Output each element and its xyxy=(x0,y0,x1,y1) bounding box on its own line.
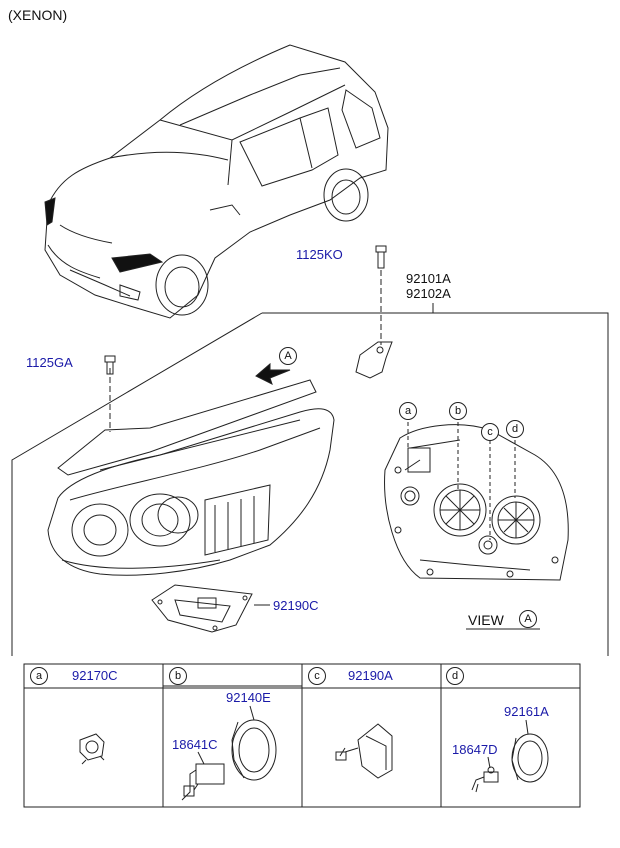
rear-marker-a: a xyxy=(399,402,417,420)
cell-a-key: a xyxy=(30,667,48,685)
rear-marker-c: c xyxy=(481,423,499,441)
leader-92161A xyxy=(525,719,529,735)
callout-1125KO: 1125KO xyxy=(296,247,343,262)
rear-view xyxy=(384,424,569,581)
leader-92140E xyxy=(249,705,255,721)
callout-92101A: 92101A xyxy=(406,271,451,286)
screw-1125KO xyxy=(375,245,387,269)
headlamp-cover-strip xyxy=(57,379,317,476)
variant-label: (XENON) xyxy=(8,7,68,23)
screw-1125GA xyxy=(104,355,116,375)
part-92140E-illustration xyxy=(231,719,277,781)
view-ref-marker: A xyxy=(279,347,297,365)
parts-table-frame xyxy=(23,663,581,808)
leader-18641C xyxy=(197,751,205,765)
cell-b-subpart-1: 92140E xyxy=(226,690,271,705)
cell-a-part: 92170C xyxy=(72,668,118,683)
rear-marker-b: b xyxy=(449,402,467,420)
headlamp-assembly xyxy=(47,408,335,576)
callout-1125GA: 1125GA xyxy=(26,355,73,370)
cell-c-part: 92190A xyxy=(348,668,393,683)
part-92161A-illustration xyxy=(511,733,549,783)
cell-b-subpart-2: 18641C xyxy=(172,737,218,752)
part-18647D-illustration xyxy=(471,766,499,793)
bracket xyxy=(355,341,393,379)
cell-d-subpart-1: 92161A xyxy=(504,704,549,719)
view-text: VIEW xyxy=(468,612,504,628)
vehicle-headlight-left-highlight xyxy=(44,197,56,226)
leader-18647D xyxy=(487,756,491,769)
rear-marker-d: d xyxy=(506,420,524,438)
view-text-marker: A xyxy=(519,610,537,628)
part-92190A-illustration xyxy=(335,723,393,779)
callout-92102A: 92102A xyxy=(406,286,451,301)
vehicle-headlight-highlight xyxy=(111,253,164,273)
view-arrow xyxy=(255,362,291,385)
cell-d-key: d xyxy=(446,667,464,685)
part-92170C-illustration xyxy=(79,733,105,765)
part-18641C-illustration xyxy=(181,763,225,801)
cell-b-key: b xyxy=(169,667,187,685)
vehicle-illustration xyxy=(44,44,389,319)
cell-d-subpart-2: 18647D xyxy=(452,742,498,757)
cell-c-key: c xyxy=(308,667,326,685)
ballast-unit xyxy=(151,584,253,633)
callout-92190C: 92190C xyxy=(273,598,319,613)
